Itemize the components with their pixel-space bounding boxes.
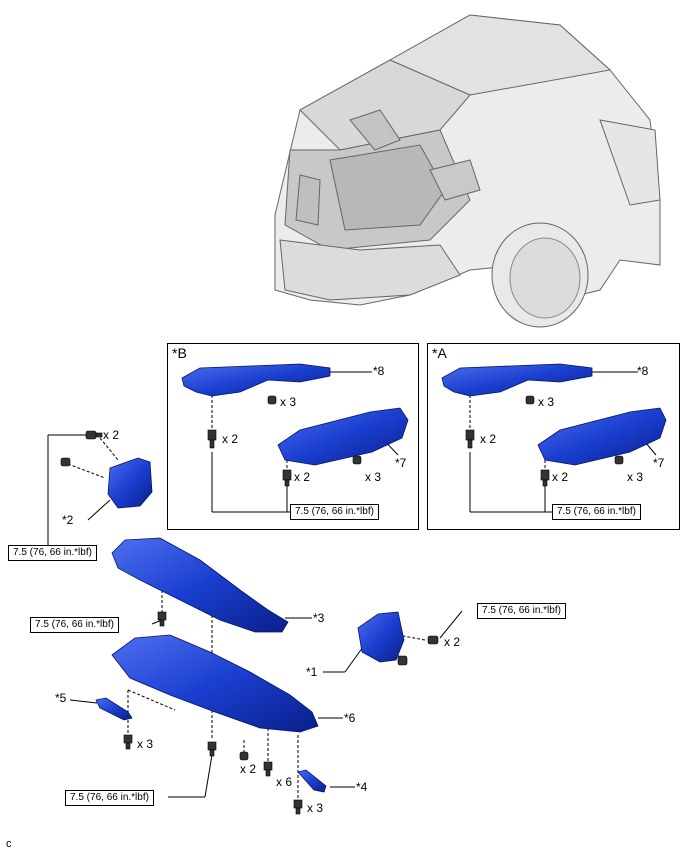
qty-6-bolt: x 6 (276, 775, 293, 789)
label-part-1: *1 (306, 665, 318, 679)
qty-b-7-nut: x 3 (365, 470, 382, 484)
qty-1-bolt: x 2 (444, 635, 461, 649)
label-part-6: *6 (344, 711, 356, 725)
view-b-frame (167, 343, 419, 530)
parts (95, 363, 667, 793)
torque-box-part-6: 7.5 (76, 66 in.*lbf) (65, 790, 154, 806)
fasteners (60, 395, 624, 815)
part-8-view-b (181, 363, 331, 397)
label-part-5: *5 (55, 691, 67, 705)
label-part-8-a: *8 (637, 364, 649, 378)
label-part-7-a: *7 (653, 456, 665, 470)
part-7-view-a (537, 407, 667, 466)
view-a-frame (427, 343, 680, 530)
part-3 (111, 537, 289, 633)
qty-a-7-nut: x 3 (627, 470, 644, 484)
torque-box-part-1: 7.5 (76, 66 in.*lbf) (477, 603, 566, 619)
label-part-3: *3 (313, 611, 325, 625)
view-b-title: *B (172, 345, 187, 361)
qty-a-bolt-right: x 2 (552, 470, 569, 484)
torque-box-part-2: 7.5 (76, 66 in.*lbf) (8, 545, 97, 561)
qty-4-bolt: x 3 (307, 801, 324, 815)
part-7-view-b (277, 407, 409, 466)
torque-box-part-3: 7.5 (76, 66 in.*lbf) (30, 617, 119, 633)
part-5 (95, 697, 133, 721)
part-4 (297, 769, 327, 793)
qty-5-bolt: x 3 (137, 737, 154, 751)
label-part-4: *4 (356, 780, 368, 794)
part-1 (357, 611, 405, 663)
qty-a-8-nut: x 3 (538, 395, 555, 409)
part-2 (107, 457, 153, 509)
part-6 (111, 634, 319, 733)
vehicle-illustration (274, 14, 661, 328)
label-part-2: *2 (62, 513, 74, 527)
torque-box-view-b: 7.5 (76, 66 in.*lbf) (290, 504, 379, 520)
qty-2-bolt: x 2 (103, 428, 120, 442)
label-part-7-b: *7 (395, 456, 407, 470)
view-a-title: *A (432, 345, 447, 361)
qty-a-bolt-left: x 2 (480, 432, 497, 446)
footer-code: c (6, 838, 12, 850)
torque-box-view-a: 7.5 (76, 66 in.*lbf) (552, 504, 641, 520)
qty-b-bolt-right: x 2 (294, 470, 311, 484)
part-8-view-a (441, 363, 593, 397)
qty-b-bolt-left: x 2 (222, 432, 239, 446)
qty-6-nut: x 2 (240, 762, 257, 776)
label-part-8-b: *8 (373, 364, 385, 378)
leader-lines (47, 371, 657, 798)
qty-b-8-nut: x 3 (280, 395, 297, 409)
